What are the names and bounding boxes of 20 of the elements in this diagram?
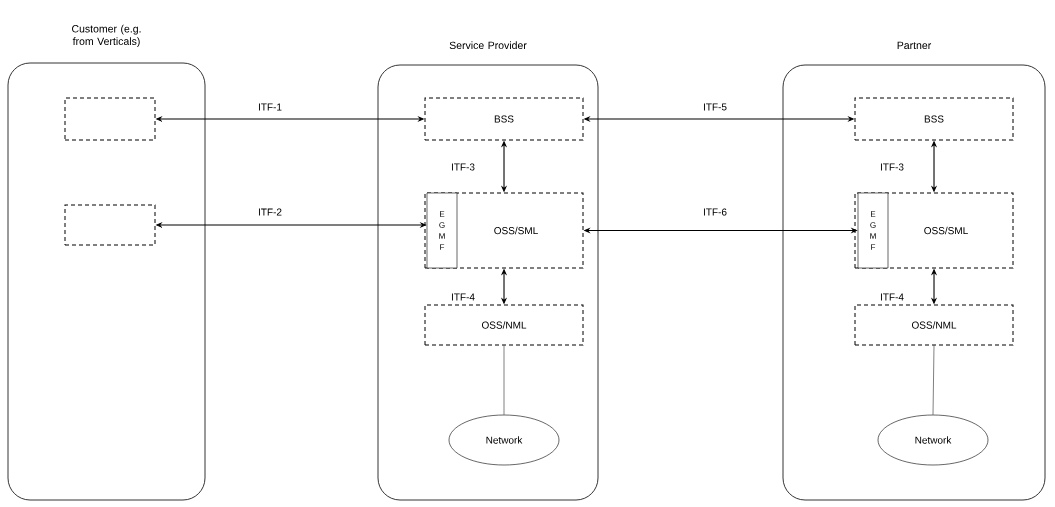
edge-label: ITF-1 <box>257 102 283 112</box>
empty-box <box>64 97 156 141</box>
side-box: E G M F <box>857 192 889 269</box>
edge-label: ITF-3 <box>879 162 905 172</box>
node-label: Partner <box>897 41 932 50</box>
edge-label: ITF-3 <box>450 162 476 172</box>
edge-label: ITF-4 <box>450 292 476 302</box>
node-label: Customer (e.g. from Verticals) <box>72 24 141 48</box>
process-box: OSS/NML <box>854 304 1014 346</box>
node-label: Service Provider <box>449 41 527 50</box>
empty-box <box>64 204 156 246</box>
edge-label: ITF-2 <box>257 207 283 217</box>
side-box: E G M F <box>426 192 458 269</box>
edge-label: ITF-5 <box>702 102 728 112</box>
process-box: OSS/NML <box>424 304 584 346</box>
process-box: BSS <box>424 97 584 141</box>
edge-label: ITF-4 <box>879 292 905 302</box>
process-box: BSS <box>854 97 1014 141</box>
group-panel: Customer (e.g. from Verticals) <box>7 24 206 501</box>
edge-label: ITF-6 <box>702 207 728 217</box>
